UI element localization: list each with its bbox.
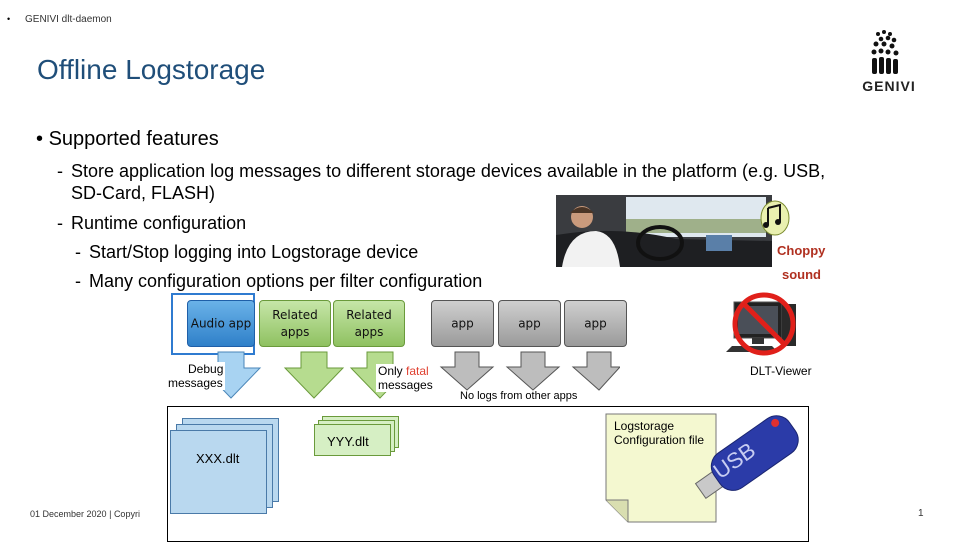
car-driver-photo — [556, 195, 772, 267]
usb-stick — [686, 408, 808, 508]
bullet-store-logs: -Store application log messages to diffe… — [57, 160, 825, 182]
page-number: 1 — [918, 508, 924, 519]
down-arrow-green-1 — [283, 351, 345, 399]
footer-copyright: Copyri — [113, 509, 140, 519]
audio-app-box: Audio app — [187, 300, 255, 347]
footer-text: 01 December 2020 | Copyri — [30, 509, 140, 519]
related-apps-box-1: Related apps — [259, 300, 331, 347]
bullet-runtime-text: Runtime configuration — [71, 213, 247, 233]
footer-separator: | — [109, 509, 112, 519]
yyy-file-label: YYY.dlt — [327, 434, 369, 449]
xxx-doc-front — [170, 430, 267, 514]
app-label-2: app — [518, 316, 541, 330]
config-file-note — [604, 412, 719, 524]
choppy-sound-note-line2: sound — [782, 267, 821, 282]
bullet-store-line1: Store application log messages to differ… — [71, 161, 826, 181]
bullet-supported-features: • Supported features — [36, 128, 219, 151]
slide-title: Offline Logstorage — [37, 54, 266, 85]
dash: - — [75, 271, 81, 291]
only-fatal-caption-2: messages — [376, 378, 435, 392]
audio-app-label: Audio app — [190, 316, 252, 330]
app-label-3: app — [584, 316, 607, 330]
header-bullet: • — [7, 14, 11, 24]
bullet-runtime-config: -Runtime configuration — [57, 212, 246, 234]
dash: - — [57, 161, 63, 181]
bullet-start-stop: -Start/Stop logging into Logstorage devi… — [75, 241, 418, 263]
dash: - — [57, 213, 63, 233]
bullet-config-options: -Many configuration options per filter c… — [75, 270, 482, 292]
app-box-2: app — [498, 300, 561, 347]
car-interior-illustration — [556, 195, 772, 267]
bullet-start-stop-text: Start/Stop logging into Logstorage devic… — [89, 242, 419, 262]
related-apps-box-2: Related apps — [333, 300, 405, 347]
down-arrow-gray-3 — [571, 351, 620, 391]
app-box-3: app — [564, 300, 627, 347]
yyy-doc-front — [314, 424, 391, 456]
debug-messages-caption-2: messages — [166, 376, 225, 390]
debug-messages-caption-1: Debug — [186, 362, 226, 376]
app-box-1: app — [431, 300, 494, 347]
app-label-1: app — [451, 316, 474, 330]
choppy-sound-note-line1: Choppy — [777, 243, 826, 258]
config-file-label: Logstorage Configuration file — [614, 419, 705, 447]
genivi-logo-text: GENIVI — [862, 78, 916, 94]
no-logs-caption: No logs from other apps — [460, 390, 578, 402]
bullet-config-options-text: Many configuration options per filter co… — [89, 271, 483, 291]
music-note-icon — [758, 196, 792, 236]
bullet-dot: • — [36, 128, 44, 150]
dlt-viewer-computer — [720, 292, 808, 362]
related-apps-label-1: Related apps — [272, 307, 318, 339]
only-fatal-caption-1: Only fatal — [376, 364, 431, 378]
bullet-store-line2: SD-Card, FLASH) — [71, 183, 216, 203]
down-arrow-gray-1 — [439, 351, 495, 391]
bullet-supported-features-text: Supported features — [48, 128, 219, 150]
down-arrow-gray-2 — [505, 351, 561, 391]
genivi-logo: GENIVI — [848, 28, 930, 98]
header-label: GENIVI dlt-daemon — [25, 14, 112, 25]
footer-date: 01 December 2020 — [30, 509, 107, 519]
only-word: Only — [378, 364, 403, 378]
dash: - — [75, 242, 81, 262]
dlt-viewer-label: DLT-Viewer — [750, 364, 812, 378]
genivi-logo-mark — [871, 30, 899, 74]
related-apps-label-2: Related apps — [346, 307, 392, 339]
fatal-word: fatal — [406, 364, 429, 378]
xxx-file-label: XXX.dlt — [196, 451, 240, 466]
